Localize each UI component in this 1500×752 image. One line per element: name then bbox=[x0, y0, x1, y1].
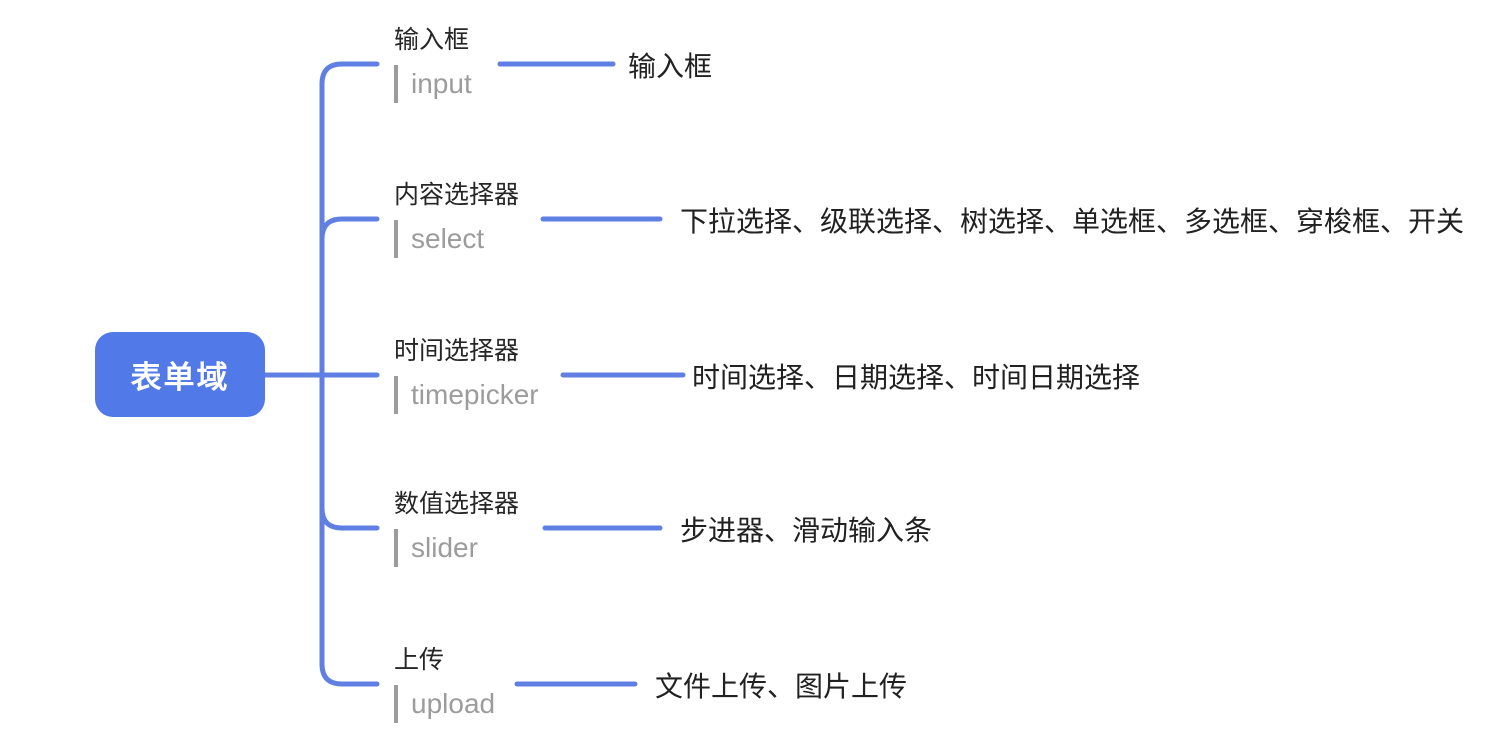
branch-code: input bbox=[411, 68, 472, 99]
branch-node-input[interactable]: 输入框 input bbox=[394, 25, 472, 103]
branch-code: timepicker bbox=[411, 379, 539, 410]
code-bar bbox=[394, 376, 398, 414]
code-bar bbox=[394, 685, 398, 723]
leaf-node-timepicker[interactable]: 时间选择、日期选择、时间日期选择 bbox=[692, 362, 1141, 393]
leaf-node-slider[interactable]: 步进器、滑动输入条 bbox=[680, 515, 933, 546]
branch-node-select[interactable]: 内容选择器 select bbox=[394, 180, 519, 258]
branch-code-row: timepicker bbox=[394, 376, 539, 414]
root-node-form-field[interactable]: 表单域 bbox=[95, 332, 265, 417]
branch-title: 时间选择器 bbox=[394, 337, 520, 365]
leaf-node-select[interactable]: 下拉选择、级联选择、树选择、单选框、多选框、穿梭框、开关 bbox=[680, 206, 1465, 237]
branch-code-row: input bbox=[394, 65, 472, 103]
leaf-node-input[interactable]: 输入框 bbox=[628, 51, 713, 82]
branch-title: 数值选择器 bbox=[394, 490, 520, 518]
code-bar bbox=[394, 65, 398, 103]
branch-code-row: select bbox=[394, 220, 519, 258]
code-bar bbox=[394, 220, 398, 258]
branch-node-timepicker[interactable]: 时间选择器 timepicker bbox=[394, 336, 539, 414]
branch-2-curve bbox=[319, 216, 380, 242]
code-bar bbox=[394, 529, 398, 567]
branch-code-row: upload bbox=[394, 685, 495, 723]
leaf-node-upload[interactable]: 文件上传、图片上传 bbox=[655, 671, 908, 702]
branch-node-upload[interactable]: 上传 upload bbox=[394, 645, 495, 723]
branch-title: 输入框 bbox=[394, 26, 470, 54]
branch-code-row: slider bbox=[394, 529, 519, 567]
branch-4-curve bbox=[319, 505, 380, 531]
branch-title: 上传 bbox=[394, 646, 445, 674]
branch-title: 内容选择器 bbox=[394, 181, 520, 209]
branch-node-slider[interactable]: 数值选择器 slider bbox=[394, 489, 519, 567]
trunk-line bbox=[319, 61, 380, 687]
branch-code: slider bbox=[411, 532, 478, 563]
branch-code: upload bbox=[411, 688, 496, 719]
root-node-label: 表单域 bbox=[130, 360, 230, 395]
branch-code: select bbox=[411, 223, 485, 254]
